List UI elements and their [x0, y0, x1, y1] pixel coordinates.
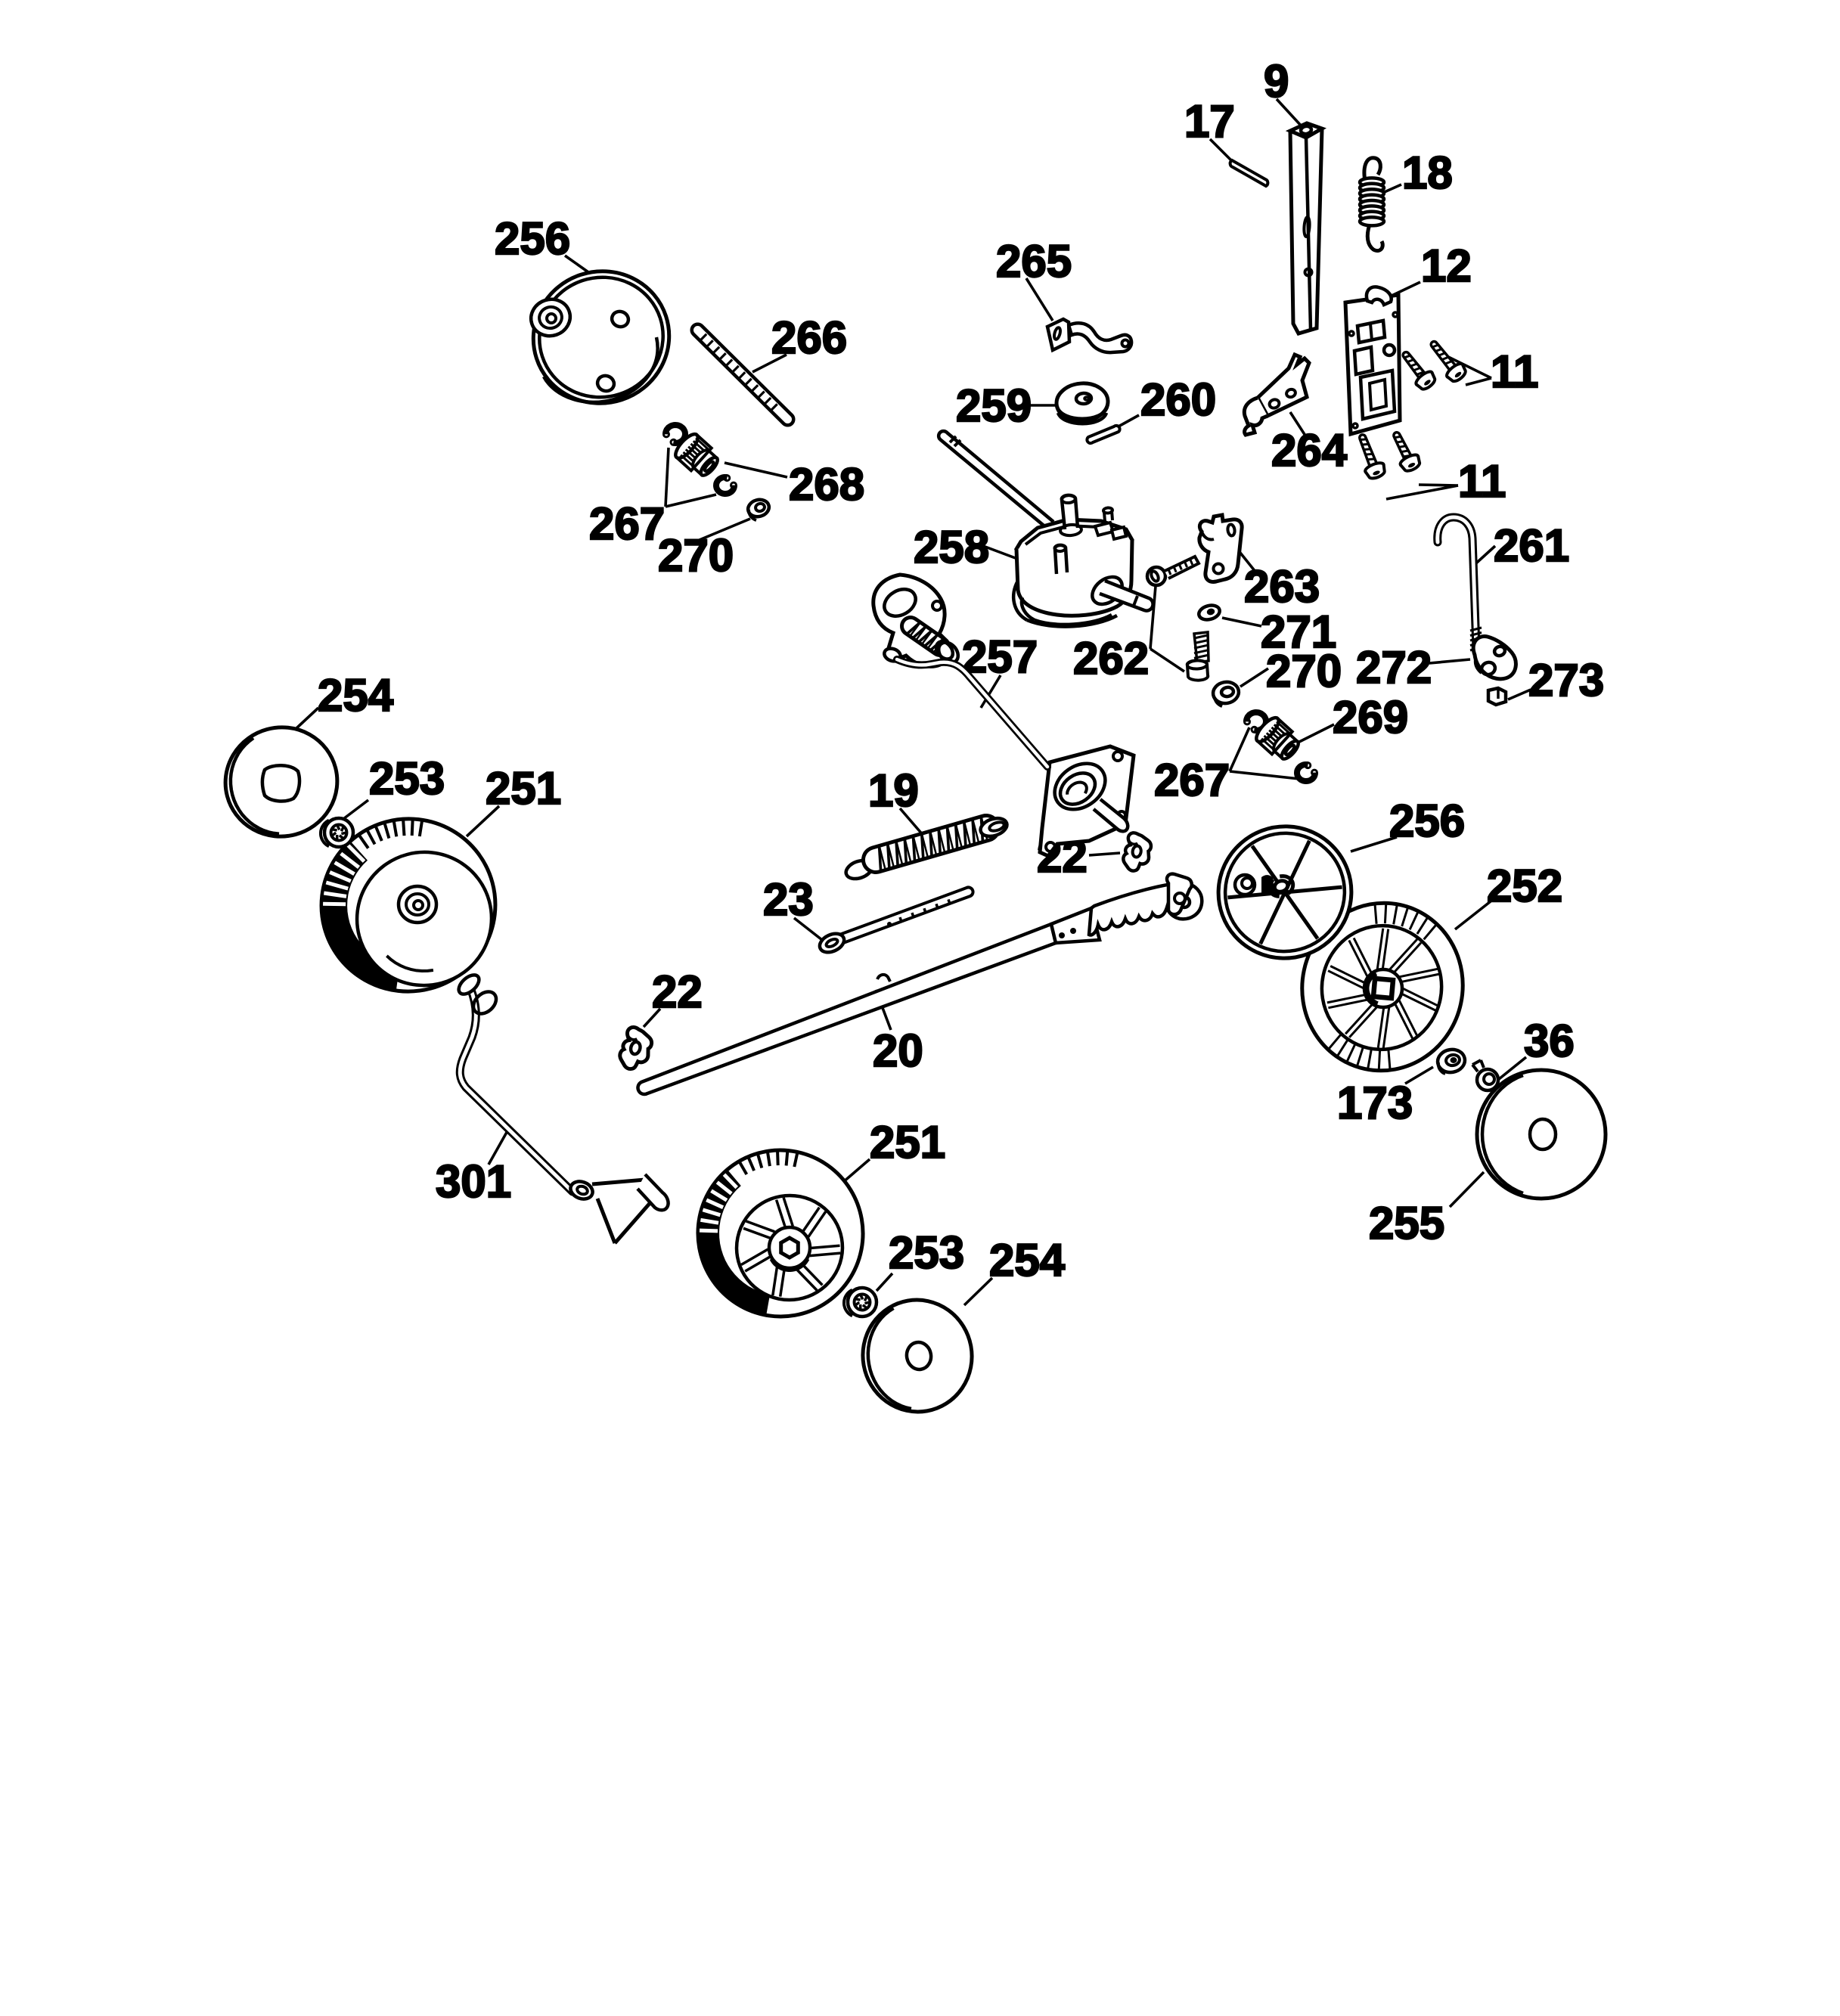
svg-text:256: 256: [1389, 796, 1465, 846]
svg-text:254: 254: [989, 1235, 1066, 1286]
svg-text:270: 270: [658, 530, 734, 581]
svg-text:258: 258: [914, 522, 989, 572]
svg-text:253: 253: [889, 1227, 964, 1278]
svg-text:23: 23: [763, 874, 814, 925]
svg-text:173: 173: [1337, 1078, 1413, 1128]
svg-text:273: 273: [1528, 655, 1604, 706]
svg-text:264: 264: [1271, 425, 1348, 476]
svg-text:272: 272: [1356, 642, 1432, 693]
svg-text:269: 269: [1333, 692, 1408, 743]
svg-text:17: 17: [1184, 96, 1235, 147]
svg-text:256: 256: [495, 213, 570, 264]
svg-text:19: 19: [868, 765, 919, 816]
svg-text:265: 265: [996, 236, 1072, 287]
svg-text:255: 255: [1369, 1198, 1444, 1248]
svg-text:261: 261: [1494, 520, 1569, 571]
svg-text:11: 11: [1458, 456, 1506, 507]
svg-text:257: 257: [962, 631, 1038, 682]
svg-text:36: 36: [1524, 1016, 1575, 1066]
svg-text:267: 267: [589, 498, 665, 549]
svg-text:267: 267: [1154, 755, 1230, 805]
svg-text:9: 9: [1264, 56, 1289, 107]
svg-text:12: 12: [1421, 240, 1472, 291]
svg-text:262: 262: [1073, 633, 1149, 684]
svg-text:252: 252: [1487, 861, 1562, 911]
svg-text:251: 251: [870, 1117, 945, 1168]
svg-text:20: 20: [873, 1025, 923, 1076]
svg-text:268: 268: [789, 459, 864, 510]
svg-text:18: 18: [1402, 147, 1453, 198]
svg-text:11: 11: [1491, 346, 1538, 397]
svg-text:253: 253: [369, 753, 445, 804]
svg-text:301: 301: [436, 1156, 511, 1207]
svg-text:271: 271: [1261, 606, 1336, 657]
svg-text:270: 270: [1266, 646, 1342, 696]
svg-text:260: 260: [1140, 374, 1216, 425]
svg-text:259: 259: [956, 380, 1032, 431]
svg-text:251: 251: [486, 763, 561, 814]
svg-text:263: 263: [1244, 561, 1320, 612]
svg-text:254: 254: [318, 670, 394, 721]
